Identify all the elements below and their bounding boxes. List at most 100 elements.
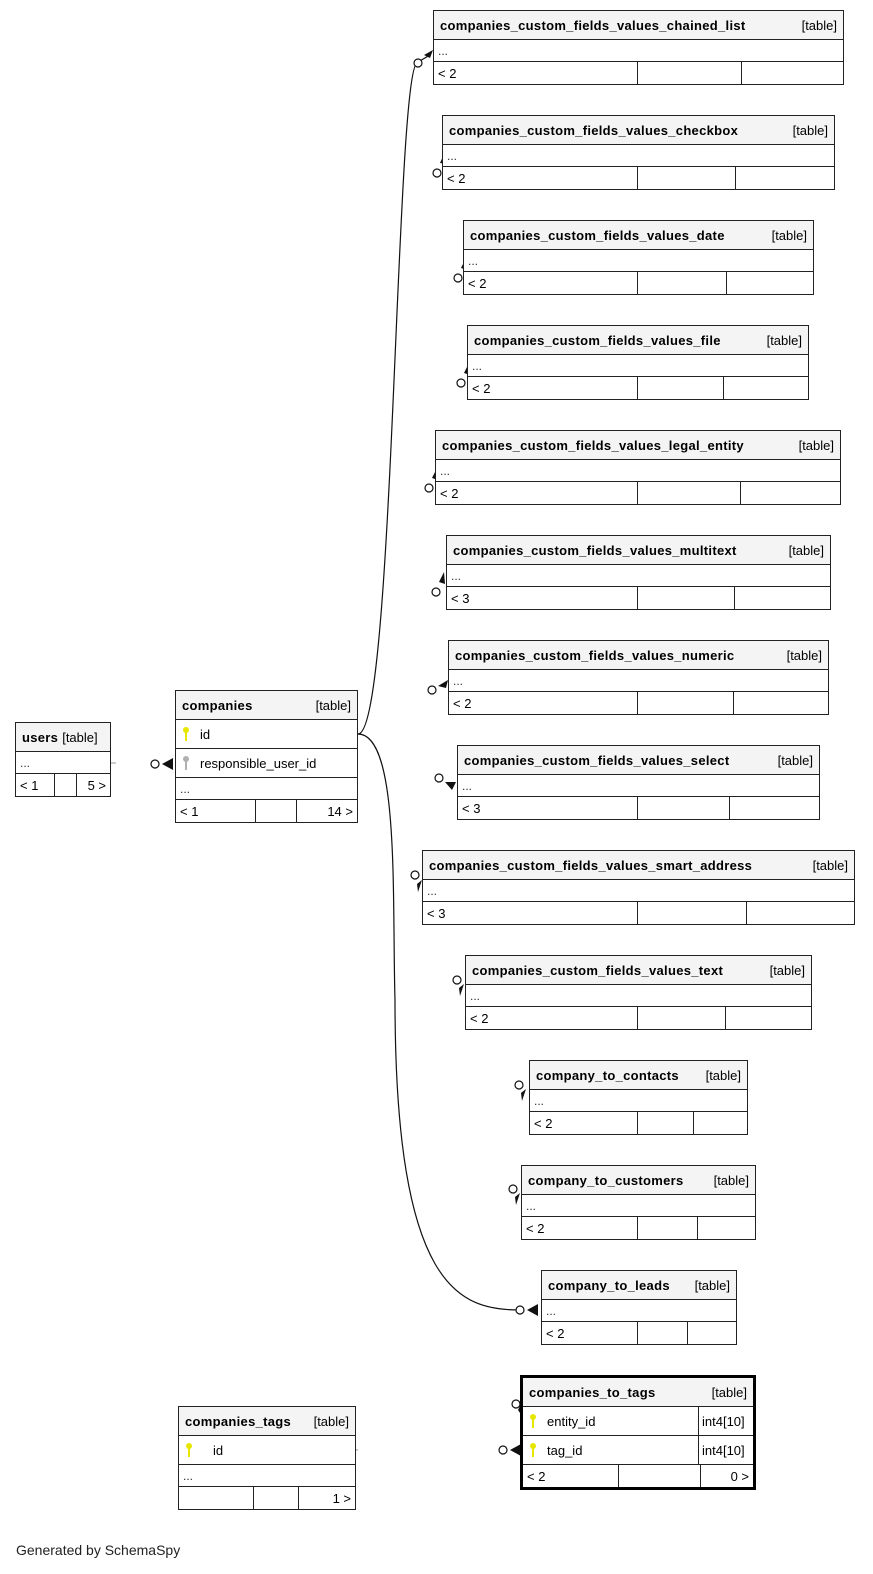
parents-count[interactable]: < 1 <box>20 777 39 793</box>
footer-spacer <box>54 774 76 796</box>
primary-key-icon <box>182 727 190 741</box>
parents-count[interactable]: < 2 <box>526 1220 545 1236</box>
table-company-to-contacts[interactable]: company_to_contacts[table] ... < 2 <box>529 1060 748 1135</box>
footer-spacer <box>637 1217 697 1239</box>
table-header: users[table] <box>16 723 110 752</box>
children-count[interactable]: 5 > <box>76 774 110 796</box>
more-columns: ... <box>464 250 813 272</box>
primary-key-icon <box>529 1414 537 1428</box>
table-header: company_to_leads[table] <box>542 1271 736 1300</box>
column-row[interactable]: entity_id int4[10] <box>523 1407 753 1436</box>
foreign-key-icon <box>182 756 190 770</box>
table-name: companies_custom_fields_values_select <box>464 752 730 768</box>
table-cfv-multitext[interactable]: companies_custom_fields_values_multitext… <box>446 535 831 610</box>
table-header: companies_custom_fields_values_numeric[t… <box>449 641 828 670</box>
parents-count[interactable]: < 2 <box>546 1325 565 1341</box>
children-count <box>733 692 828 714</box>
table-footer: < 2 <box>449 692 828 714</box>
table-name: companies_custom_fields_values_legal_ent… <box>442 437 744 453</box>
table-cfv-select[interactable]: companies_custom_fields_values_select [ta… <box>457 745 820 820</box>
parents-count[interactable]: < 2 <box>527 1468 546 1484</box>
table-cfv-text[interactable]: companies_custom_fields_values_text[tabl… <box>465 955 812 1030</box>
table-footer: < 2 0 > <box>523 1465 753 1487</box>
parents-count[interactable]: < 2 <box>438 65 457 81</box>
footer-spacer <box>637 167 735 189</box>
column-type: int4[10] <box>698 1436 753 1464</box>
table-cfv-smart-address[interactable]: companies_custom_fields_values_smart_add… <box>422 850 855 925</box>
footer-spacer <box>637 902 746 924</box>
table-header: companies_custom_fields_values_date[tabl… <box>464 221 813 250</box>
table-kind: [table] <box>792 122 828 138</box>
parents-count[interactable]: < 2 <box>440 485 459 501</box>
table-header: companies_custom_fields_values_checkbox [… <box>443 116 834 145</box>
table-footer: < 3 <box>458 797 819 819</box>
parents-count[interactable]: < 1 <box>180 803 199 819</box>
column-name: responsible_user_id <box>200 755 317 771</box>
table-header: companies_tags[table] <box>179 1407 355 1436</box>
table-company-to-customers[interactable]: company_to_customers[table] ... < 2 <box>521 1165 756 1240</box>
more-columns: ... <box>434 40 843 62</box>
table-kind: [table] <box>771 227 807 243</box>
table-header: companies_custom_fields_values_text[tabl… <box>466 956 811 985</box>
children-count[interactable]: 14 > <box>296 800 357 822</box>
parents-count[interactable]: < 2 <box>534 1115 553 1131</box>
table-footer: < 2 <box>443 167 834 189</box>
children-count[interactable]: 1 > <box>298 1487 355 1509</box>
table-footer: < 2 <box>434 62 843 84</box>
table-cfv-legal-entity[interactable]: companies_custom_fields_values_legal_ent… <box>435 430 841 505</box>
table-cfv-date[interactable]: companies_custom_fields_values_date[tabl… <box>463 220 814 295</box>
table-cfv-file[interactable]: companies_custom_fields_values_file[tabl… <box>467 325 809 400</box>
table-company-to-leads[interactable]: company_to_leads[table] ... < 2 <box>541 1270 737 1345</box>
footer-spacer <box>637 1007 725 1029</box>
parents-count[interactable]: < 2 <box>468 275 487 291</box>
children-count <box>725 1007 811 1029</box>
parents-count[interactable]: < 3 <box>451 590 470 606</box>
column-row[interactable]: tag_id int4[10] <box>523 1436 753 1465</box>
table-kind: [table] <box>315 697 351 713</box>
children-count <box>734 587 830 609</box>
footer-spacer <box>255 800 296 822</box>
footer-spacer <box>637 272 726 294</box>
children-count <box>740 482 840 504</box>
footer-spacer <box>637 692 733 714</box>
table-name: companies_custom_fields_values_numeric <box>455 647 735 663</box>
column-row[interactable]: responsible_user_id <box>176 749 357 778</box>
table-cfv-checkbox[interactable]: companies_custom_fields_values_checkbox [… <box>442 115 835 190</box>
table-footer: < 2 <box>468 377 808 399</box>
parents-count[interactable]: < 2 <box>447 170 466 186</box>
table-cfv-chained-list[interactable]: companies_custom_fields_values_chained_l… <box>433 10 844 85</box>
column-row[interactable]: id <box>176 720 357 749</box>
parents-count[interactable]: < 2 <box>470 1010 489 1026</box>
column-row[interactable]: id <box>179 1436 355 1465</box>
children-count <box>746 902 854 924</box>
table-name: companies_to_tags <box>529 1384 656 1400</box>
footer-spacer <box>637 482 740 504</box>
table-header: companies_to_tags[table] <box>523 1378 753 1407</box>
table-companies-to-tags[interactable]: companies_to_tags[table] entity_id int4[… <box>520 1375 756 1490</box>
primary-key-icon <box>185 1443 193 1457</box>
children-count <box>687 1322 736 1344</box>
table-companies-tags[interactable]: companies_tags[table] id ... 1 > <box>178 1406 356 1510</box>
table-companies[interactable]: companies [table] id responsible_user_id… <box>175 690 358 823</box>
generated-by-label: Generated by SchemaSpy <box>16 1542 181 1558</box>
table-header: company_to_customers[table] <box>522 1166 755 1195</box>
column-name: id <box>200 726 211 742</box>
table-name: company_to_customers <box>528 1172 684 1188</box>
table-kind: [table] <box>62 729 98 745</box>
table-header: companies_custom_fields_values_select [ta… <box>458 746 819 775</box>
table-kind: [table] <box>777 752 813 768</box>
table-users[interactable]: users[table] ... < 1 5 > <box>15 722 111 797</box>
parents-count[interactable]: < 2 <box>453 695 472 711</box>
children-count[interactable]: 0 > <box>700 1465 753 1487</box>
parents-count[interactable]: < 3 <box>462 800 481 816</box>
more-columns: ... <box>443 145 834 167</box>
table-name: companies <box>182 697 253 713</box>
parents-count[interactable]: < 2 <box>472 380 491 396</box>
parents-count[interactable]: < 3 <box>427 905 446 921</box>
table-name: companies_custom_fields_values_checkbox <box>449 122 739 138</box>
table-kind: [table] <box>801 17 837 33</box>
table-kind: [table] <box>694 1277 730 1293</box>
table-name: company_to_contacts <box>536 1067 679 1083</box>
table-kind: [table] <box>766 332 802 348</box>
table-cfv-numeric[interactable]: companies_custom_fields_values_numeric[t… <box>448 640 829 715</box>
